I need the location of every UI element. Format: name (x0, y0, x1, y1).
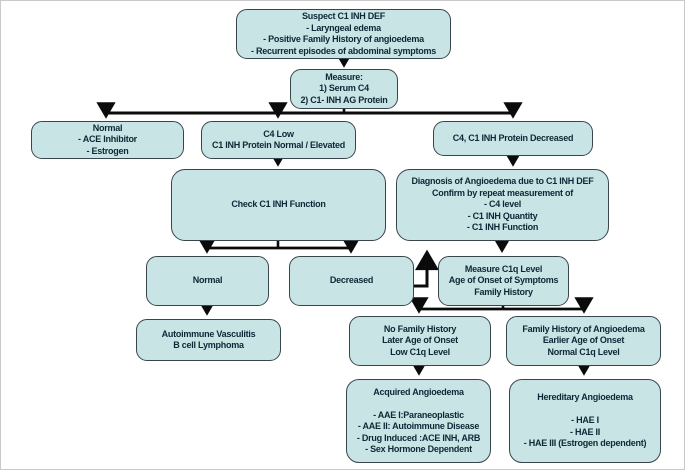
node-text-line: 1) Serum C4 (319, 83, 369, 94)
node-text-line: Diagnosis of Angioedema due to C1 INH DE… (411, 176, 594, 187)
node-text-line: Acquired Angioedema (373, 386, 464, 397)
node-diagnosis-angioedema: Diagnosis of Angioedema due to C1 INH DE… (396, 169, 609, 241)
node-text-line: Suspect C1 INH DEF (301, 11, 386, 21)
node-text-line: Normal C1q Level (547, 346, 620, 357)
node-text-line: Earlier Age of Onset (542, 335, 625, 346)
node-text-line: - HAE I (571, 415, 599, 426)
node-text-line: Later Age of Onset (382, 335, 458, 346)
node-text-line: Age of Onset of Symptoms (448, 275, 559, 286)
node-text-line: Hereditary Angioedema (537, 392, 633, 403)
node-text-line: Normal (192, 275, 223, 286)
node-text-line: Low C1q Level (390, 346, 450, 357)
node-text-line: - AAE I:Paraneoplastic (373, 409, 464, 420)
node-text-line: Family History (474, 286, 533, 297)
node-text-line: - C4 level (483, 199, 522, 210)
node-text-line: - C1 INH Function (466, 222, 539, 233)
node-text-line: B cell Lymphoma (173, 340, 244, 350)
node-acquired-angioedema: Acquired Angioedema - AAE I:Paraneoplasti… (346, 379, 491, 463)
node-c4-c1-inh-protein-decreased: C4, C1 INH Protein Decreased (433, 121, 593, 156)
node-text-line: - HAE III (Estrogen dependent) (523, 438, 647, 449)
node-text-line: - Estrogen (86, 145, 129, 156)
node-text-line: C4, C1 INH Protein Decreased (452, 132, 574, 143)
node-text-line: - Sex Hormone Dependent (365, 444, 472, 454)
node-text-line: - C1 INH Quantity (467, 210, 538, 221)
node-text-line: Decreased (329, 275, 374, 286)
node-text-line: C4 Low (263, 128, 294, 139)
node-text-line: - HAE II (569, 426, 600, 437)
node-normal-ace-inhibitor: Normal- ACE Inhibitor- Estrogen (31, 121, 184, 159)
node-function-decreased: Decreased (289, 256, 414, 306)
node-text-line: - Positive Family History of angioedema (263, 34, 424, 44)
node-text-line: - AAE II: Autoimmune Disease (357, 421, 480, 431)
node-text-line: Measure C1q Level (464, 263, 543, 274)
node-function-normal: Normal (146, 256, 269, 306)
node-text-line: Autoimmune Vasculitis (161, 328, 256, 339)
node-text-line: Check C1 INH Function (231, 199, 326, 210)
node-text-line: - Drug Induced :ACE INH, ARB (356, 432, 481, 443)
node-text-line: No Family History (383, 323, 457, 334)
node-text-line: C1 INH Protein Normal / Elevated (211, 140, 346, 150)
node-text-line: Normal (92, 122, 123, 133)
node-check-c1-inh-function: Check C1 INH Function (171, 169, 386, 241)
node-text-line: Confirm by repeat measurement of (431, 187, 574, 198)
node-text-line: Family History of Angioedema (522, 323, 645, 334)
connector-decreased-to-diagnosis-elbow (414, 249, 439, 288)
node-hereditary-angioedema: Hereditary Angioedema - HAE I- HAE II- HA… (509, 379, 661, 463)
node-text-line: - ACE Inhibitor (78, 134, 137, 145)
node-suspect-c1-inh-def: Suspect C1 INH DEF- Laryngeal edema- Pos… (236, 9, 451, 59)
node-text-line: - Recurrent episodes of abdominal sympto… (250, 45, 437, 56)
node-text-line: 2) C1- INH AG Protein (300, 94, 388, 105)
node-text-line: - Laryngeal edema (306, 22, 381, 33)
node-text-line: Measure: (325, 71, 363, 82)
